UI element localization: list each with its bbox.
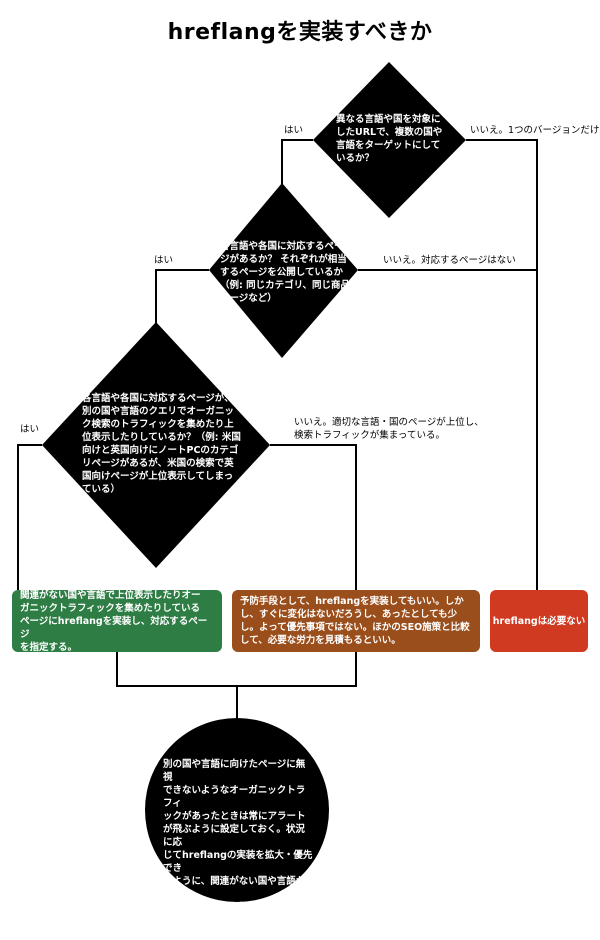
decision-1-text: 異なる言語や国を対象に したURLで、複数の国や 言語をターゲットにして いるか…	[336, 114, 443, 164]
decision-diamond-2	[209, 183, 358, 358]
outcome-green-text: 関連がない国や言語で上位表示したりオー ガニックトラフィックを集めたりしている …	[20, 589, 208, 653]
d2-yes-label: はい	[154, 255, 174, 266]
decision-diamond-1	[313, 62, 466, 218]
connector-d1-yes	[281, 139, 313, 186]
connector-d2-yes	[155, 269, 209, 326]
outcome-no-hreflang: hreflangは必要ない	[490, 590, 588, 652]
d2-no-label: いいえ。対応するページはない	[383, 255, 516, 266]
d1-no-label: いいえ。1つのバージョンだけ	[470, 125, 600, 136]
outcome-optional-hreflang: 予防手段として、hreflangを実装してもいい。しか し、すぐに変化はないだろ…	[232, 590, 480, 652]
connector-merge	[116, 652, 357, 687]
final-circle	[145, 718, 329, 902]
page-title: hreflangを実装すべきか	[167, 20, 433, 45]
connector-d3-yes	[17, 444, 42, 590]
outcome-orange-text: 予防手段として、hreflangを実装してもいい。しか し、すぐに変化はないだろ…	[240, 596, 470, 646]
decision-3-text: 各言語や各国に対応するページが、 別の国や言語のクエリでオーガニッ ク検索のトラ…	[82, 393, 241, 495]
final-text: 別の国や言語に向けたページに無視 できないようなオーガニックトラフィ ックがあっ…	[163, 759, 313, 939]
outcome-red-text: hreflangは必要ない	[492, 615, 586, 627]
decision-diamond-3	[42, 322, 270, 568]
connector-lines	[17, 139, 538, 724]
outcome-implement-hreflang: 関連がない国や言語で上位表示したりオー ガニックトラフィックを集めたりしている …	[12, 589, 222, 653]
d3-yes-label: はい	[20, 424, 40, 435]
d1-yes-label: はい	[284, 125, 304, 136]
d3-no-label: いいえ。適切な言語・国のページが上位し、 検索トラフィックが集まっている。	[294, 417, 484, 441]
decision-2-text: 各言語や各国に対応するペー ジがあるか？ それぞれが相当 するページを公開してい…	[220, 241, 351, 304]
connector-d3-no	[270, 444, 357, 590]
connector-d1-no	[466, 139, 538, 590]
